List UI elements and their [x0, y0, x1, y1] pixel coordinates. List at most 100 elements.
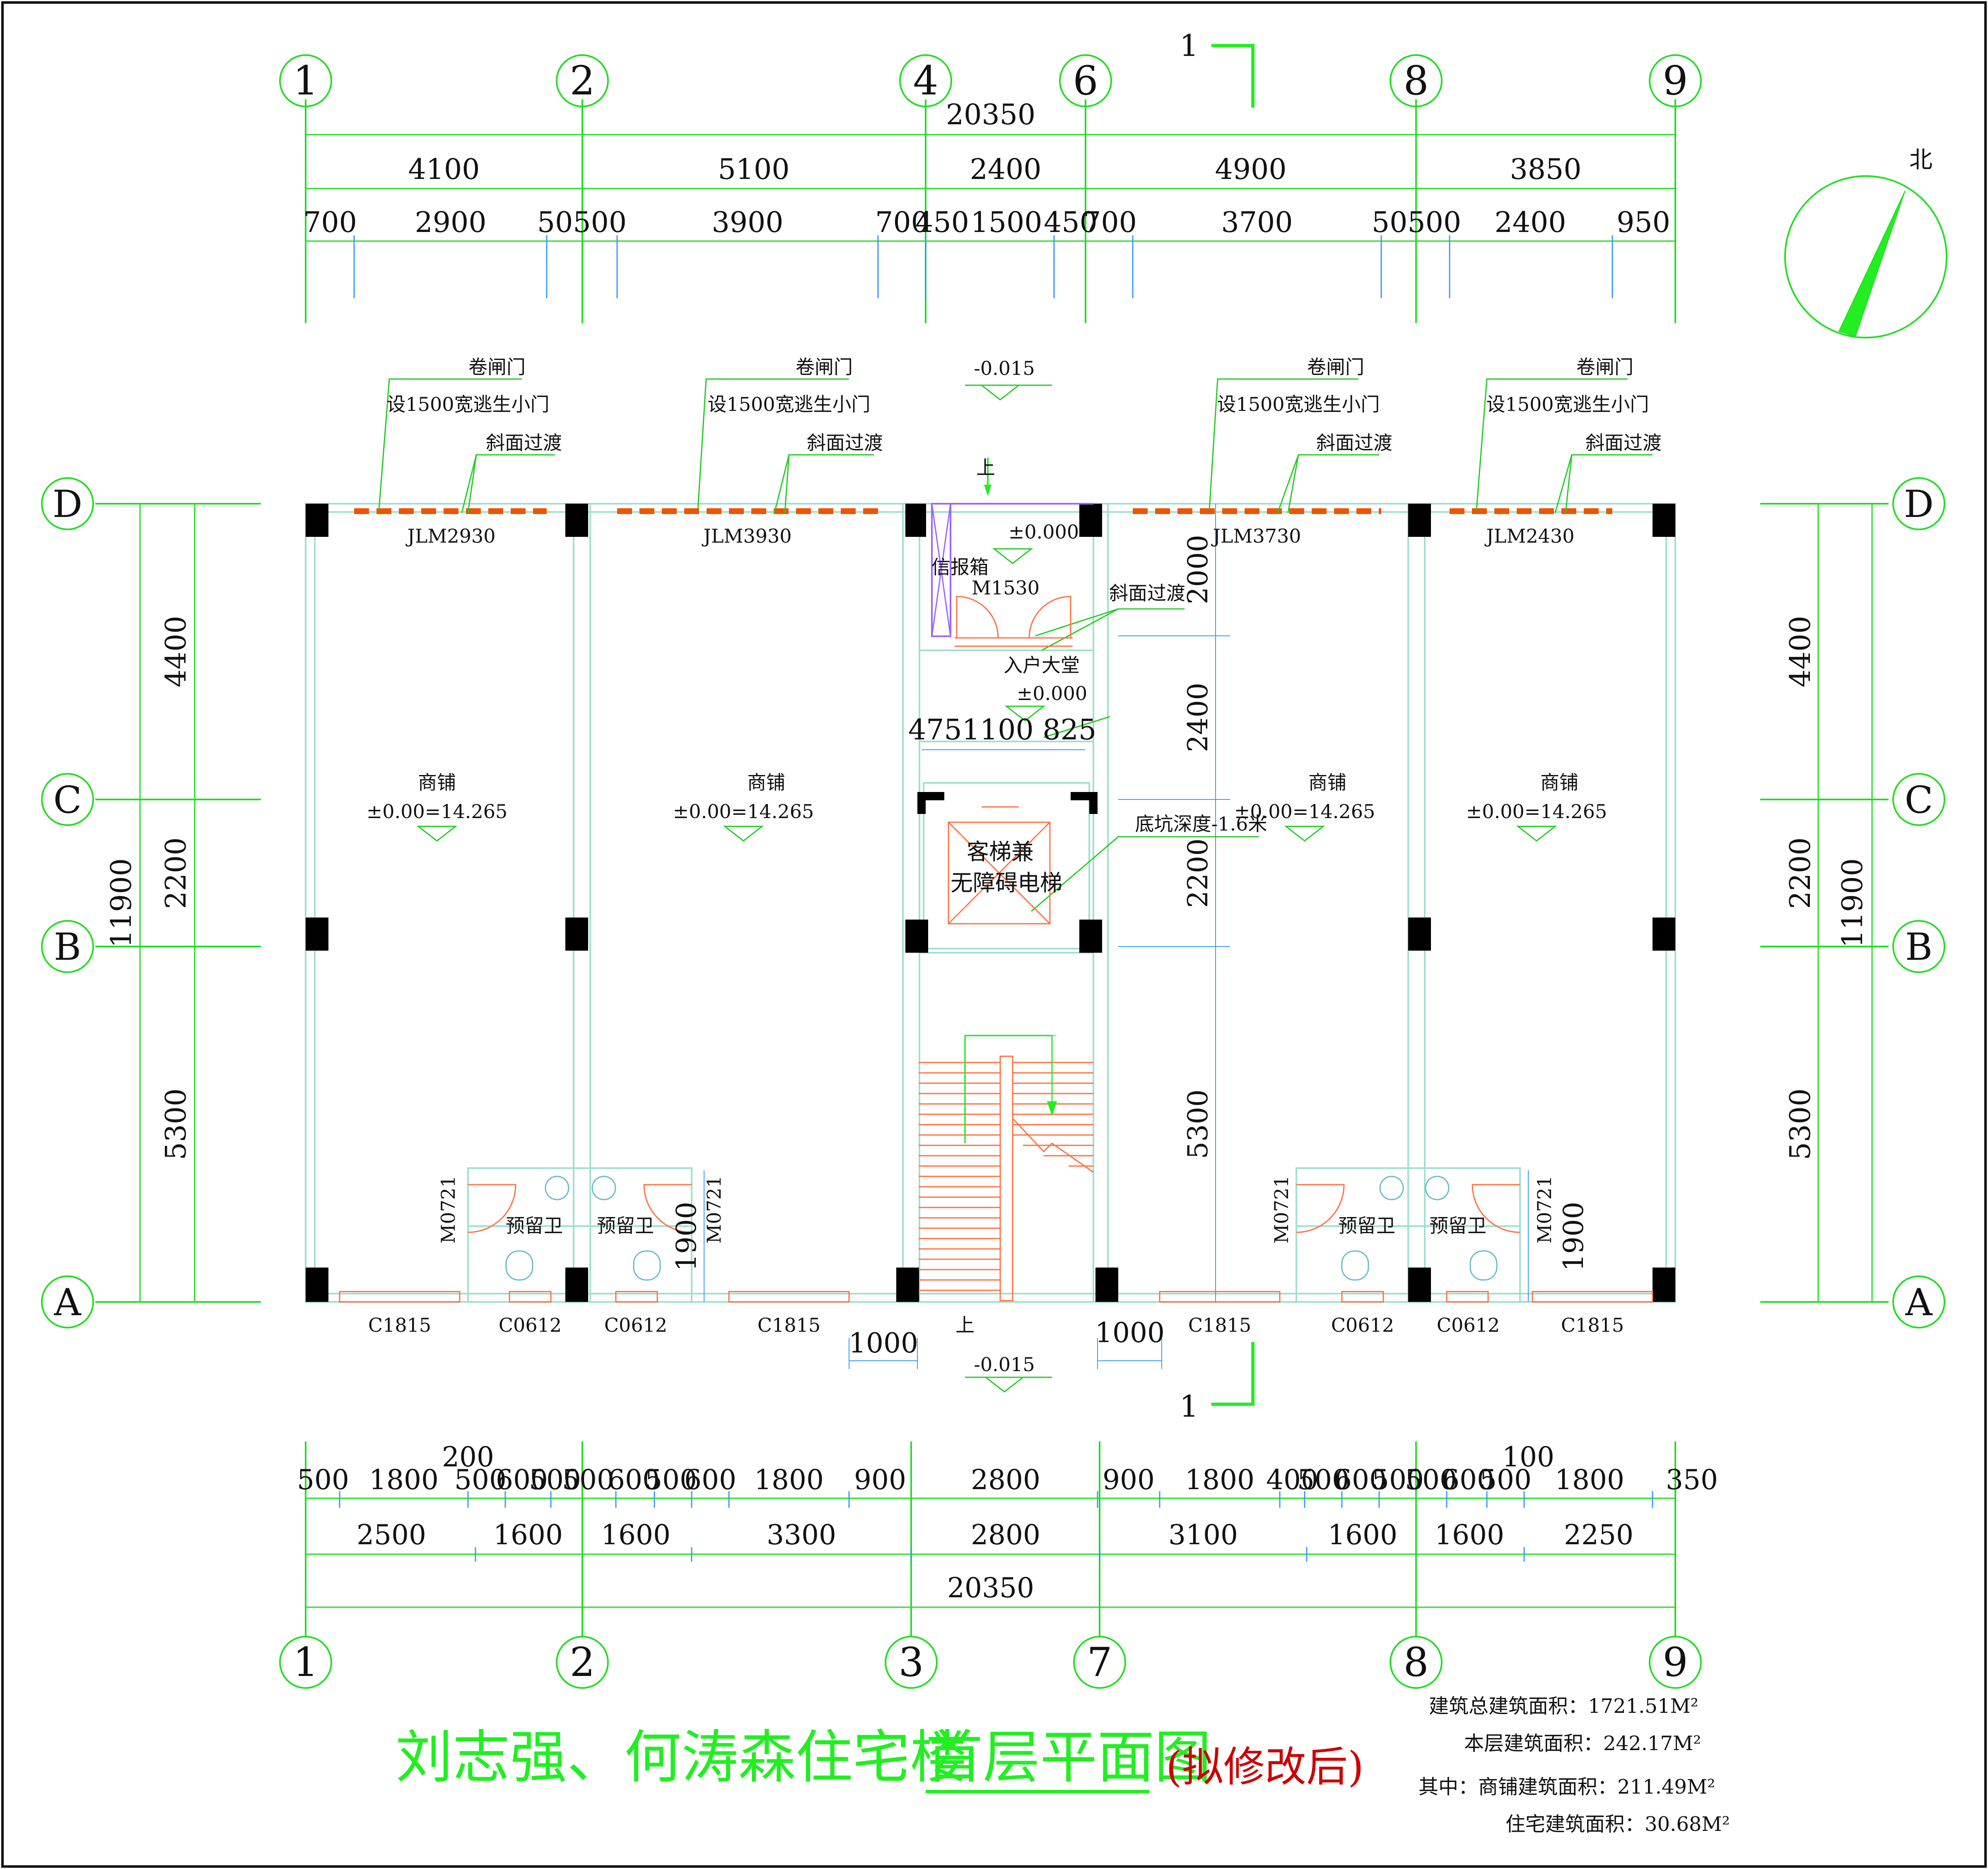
door-label: 设1500宽逃生小门 [1486, 393, 1649, 415]
door-label: 斜面过渡 [486, 432, 562, 454]
axis-label: 1 [293, 58, 318, 104]
dim-bottom-detail: 1800 [369, 1464, 439, 1496]
dim-bottom-detail: 500 [454, 1464, 507, 1496]
dim-bottom-detail: 350 [1666, 1464, 1718, 1496]
dim-side-left-total: 11900 [105, 858, 138, 948]
dim-bottom-detail: 900 [854, 1464, 906, 1496]
dim-bottom-extra: 200 [442, 1441, 494, 1473]
dim-top-detail: 1500 [970, 206, 1042, 239]
dim-side-right: 2200 [1784, 837, 1817, 909]
axis-label: 9 [1662, 1639, 1688, 1685]
door-code: JLM3730 [1211, 525, 1301, 547]
window-code: C1815 [368, 1314, 431, 1336]
axis-label: C [53, 778, 82, 822]
drawing-title-sub: 首层平面图 [926, 1724, 1211, 1791]
dim-bottom-detail: 2800 [971, 1464, 1040, 1496]
door-label: 卷闸门 [796, 356, 853, 378]
dim-bottom-detail: 400 [1266, 1464, 1318, 1496]
dim-top-detail: 450 [1044, 206, 1098, 239]
dim-bottom-total: 20350 [947, 1572, 1034, 1604]
level-lobby-upper: ±0.000 [1008, 521, 1079, 543]
window-code: C0612 [604, 1314, 667, 1336]
axis-bubble-8 [1390, 54, 1443, 107]
drawing-title-note: (拟修改后) [1166, 1743, 1364, 1791]
axis-label: 4 [913, 58, 938, 104]
axis-label: 8 [1403, 58, 1428, 104]
axis-label: 6 [1073, 58, 1098, 104]
level-outside-top: -0.015 [974, 357, 1035, 379]
dim-side-right-total: 11900 [1836, 858, 1869, 948]
axis-label: D [1904, 483, 1934, 526]
window-code: C0612 [1437, 1314, 1500, 1336]
dim-middle: 1900 [671, 1202, 702, 1271]
dim-bottom-detail: 500 [645, 1464, 697, 1496]
dim-top-detail: 700 [1083, 206, 1137, 239]
dim-bottom-detail: 500 [1297, 1464, 1349, 1496]
door-label: 设1500宽逃生小门 [1217, 393, 1380, 415]
dim-side-left: 2200 [160, 837, 193, 909]
dim-top-bay: 4100 [408, 153, 480, 186]
dim-middle: 2000 [1182, 535, 1214, 604]
axis-bubble-1 [279, 1636, 332, 1689]
dim-top-detail: 50500 [1372, 206, 1461, 239]
axis-bubbles-right [1892, 477, 1945, 1328]
section-mark-bottom [1211, 1342, 1255, 1406]
section-number-top: 1 [1180, 28, 1199, 63]
axis-bubbles-top [279, 54, 1702, 107]
dim-bottom-bay: 3100 [1168, 1519, 1238, 1551]
stair-up-label: 上 [976, 456, 995, 479]
axis-label: D [53, 483, 82, 526]
dim-side-right: 5300 [1784, 1088, 1817, 1160]
toilet-fixtures [468, 1184, 1520, 1233]
dim-top-bay: 5100 [718, 153, 789, 186]
door-code: JLM2930 [405, 525, 495, 547]
axis-bubble-9 [1649, 54, 1702, 107]
window-openings [339, 1291, 1653, 1303]
middle-dimension-lines [704, 504, 1529, 1369]
toilet-label: 预留卫 [506, 1215, 563, 1237]
dim-side-right: 4400 [1784, 616, 1817, 687]
dim-bottom-bay: 1600 [1435, 1519, 1504, 1551]
axis-label: A [54, 1281, 82, 1324]
dim-side-left: 5300 [160, 1088, 193, 1160]
mailbox-label: 信报箱 [931, 556, 989, 578]
area-note: 本层建筑面积：242.17M² [1464, 1732, 1701, 1755]
door-label: 斜面过渡 [1316, 432, 1392, 454]
structural-columns [306, 504, 1675, 1302]
top-dimension-ticks [353, 235, 1613, 298]
dim-bottom-bay: 2800 [971, 1519, 1040, 1551]
axis-bubble-8 [1390, 1636, 1443, 1689]
dim-bottom-bay: 3300 [767, 1519, 836, 1551]
lobby-label: 入户大堂 [1004, 654, 1080, 676]
axis-label: B [54, 925, 81, 969]
dim-bottom-detail: 600 [684, 1464, 736, 1496]
axis-bubble-9 [1649, 1636, 1702, 1689]
axis-label: 2 [569, 1639, 595, 1685]
dim-top-detail: 3700 [1221, 206, 1293, 239]
elevator-label-2: 无障碍电梯 [951, 870, 1062, 896]
dim-bottom-detail: 500 [1479, 1464, 1532, 1496]
dim-middle: 2400 [1182, 683, 1214, 752]
axis-label: C [1905, 778, 1933, 822]
axis-bubble-4 [899, 54, 952, 107]
dim-bottom-bay: 2250 [1564, 1519, 1633, 1551]
axis-label: 9 [1662, 58, 1688, 104]
toilet-label: 预留卫 [597, 1215, 654, 1237]
window-code: C0612 [499, 1314, 562, 1336]
drawing-title-main: 刘志强、何涛森住宅楼 [396, 1724, 967, 1791]
level-outside-bottom: -0.015 [974, 1353, 1035, 1376]
north-arrow [1784, 175, 1947, 338]
dim-top-bay: 3850 [1510, 153, 1581, 186]
axis-label: 3 [898, 1639, 924, 1685]
dim-bottom-detail: 900 [1103, 1464, 1155, 1496]
axis-bubble-1 [279, 54, 332, 107]
toilet-basins [505, 1176, 1498, 1281]
shop-name: 商铺 [1540, 771, 1578, 794]
level-markers [416, 384, 1557, 1393]
axis-label: 2 [569, 58, 595, 104]
dim-bottom-detail: 1800 [1185, 1464, 1255, 1496]
dim-top-detail: 700 [303, 206, 357, 239]
level-lobby-lower: ±0.000 [1017, 682, 1087, 705]
lobby-features [931, 458, 1093, 925]
toilet-label: 预留卫 [1338, 1215, 1395, 1237]
